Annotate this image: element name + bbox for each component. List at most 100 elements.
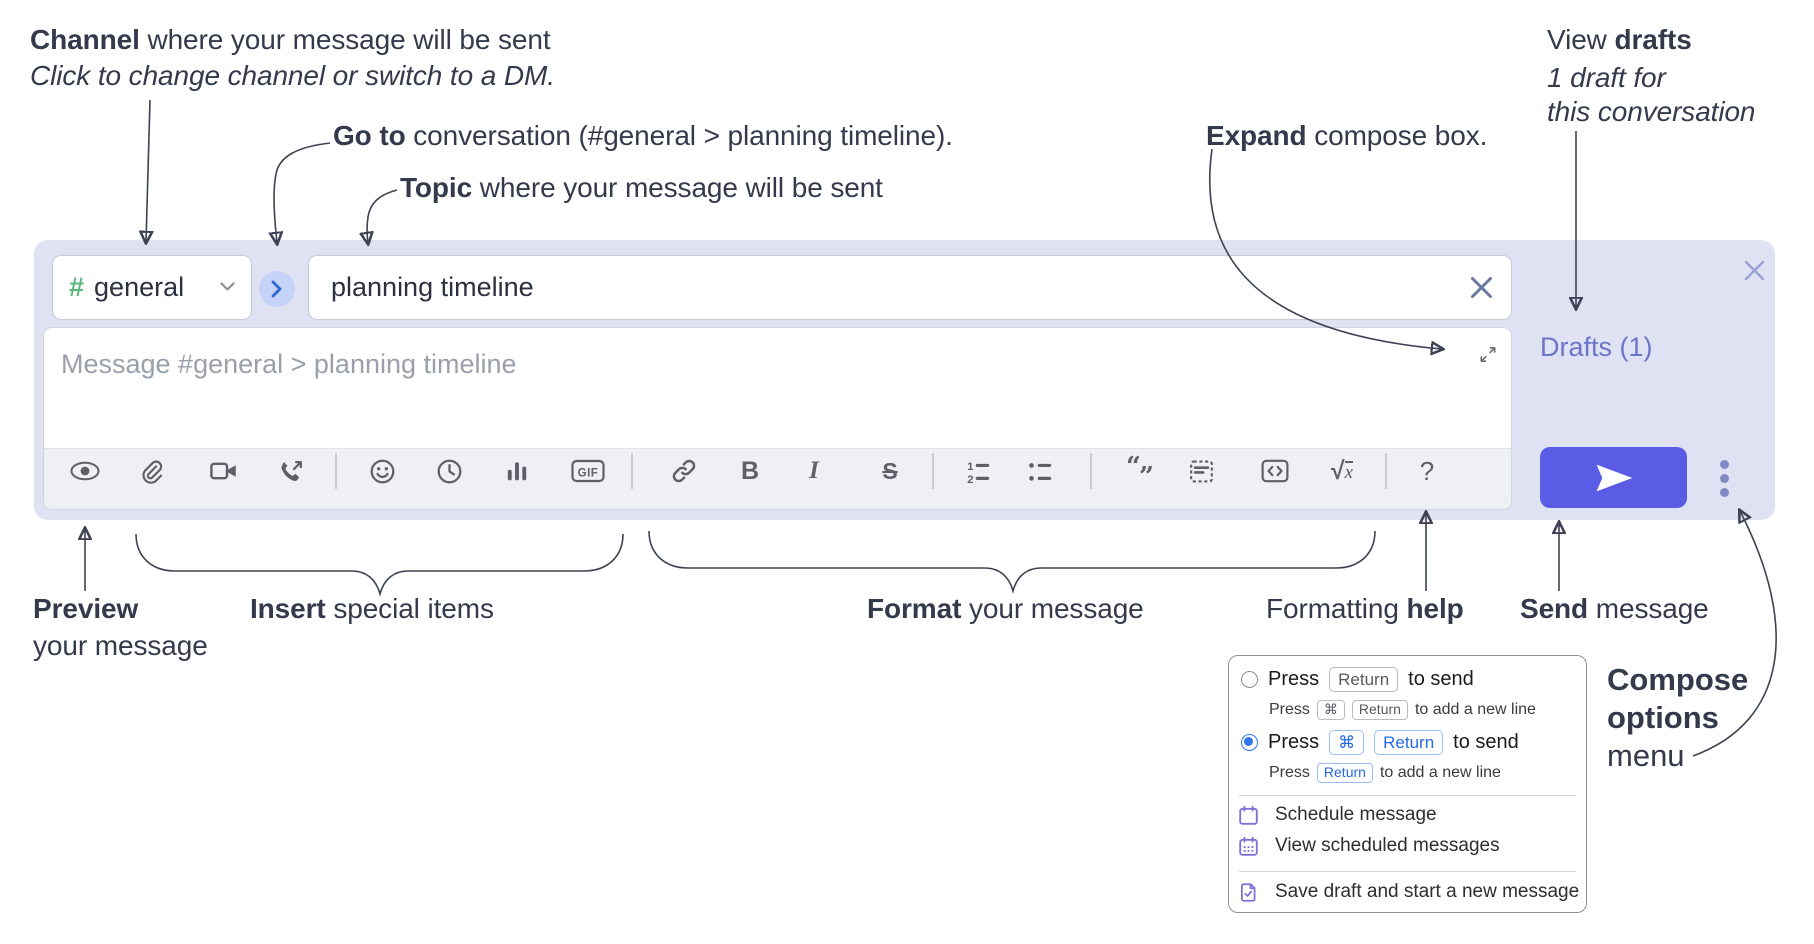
menu-item-label: Schedule message <box>1275 804 1437 825</box>
send-button[interactable] <box>1540 447 1687 508</box>
voice-call-button[interactable] <box>271 451 311 491</box>
close-compose-button[interactable] <box>1742 258 1767 283</box>
emoji-button[interactable] <box>362 451 402 491</box>
ellipsis-icon <box>1719 487 1729 497</box>
compose-box: # general Message #general > planning ti… <box>34 240 1775 520</box>
go-to-conversation-button[interactable] <box>259 271 295 307</box>
channel-arrow <box>146 99 150 242</box>
insert-annotation-rest: special items <box>325 593 494 624</box>
menu-item-label: View scheduled messages <box>1275 835 1500 856</box>
svg-text:1: 1 <box>967 460 973 472</box>
spoiler-button[interactable] <box>1181 451 1221 491</box>
cmd-enter-sends-subtext: Press Return to add a new line <box>1269 763 1501 783</box>
bulleted-list-button[interactable] <box>1020 451 1060 491</box>
smiley-icon <box>370 459 394 483</box>
attach-file-button[interactable] <box>131 451 171 491</box>
chevron-down-icon <box>220 279 235 297</box>
schedule-message-item[interactable]: Schedule message <box>1238 804 1437 826</box>
math-icon: x <box>1344 460 1354 483</box>
kbd-cmd: ⌘ <box>1316 700 1345 720</box>
ellipsis-icon <box>1719 459 1729 469</box>
expand-annotation-bold: Expand <box>1206 120 1307 151</box>
link-button[interactable] <box>664 451 704 491</box>
toolbar-divider <box>932 453 934 489</box>
preview-annotation-line1: Preview <box>33 593 138 625</box>
expand-annotation: Expand compose box. <box>1206 120 1487 152</box>
drafts-link[interactable]: Drafts (1) <box>1540 332 1653 362</box>
code-button[interactable] <box>1255 451 1295 491</box>
compose-options-popup: Press Return to send Press ⌘ Return to a… <box>1228 655 1587 913</box>
close-icon <box>1744 260 1765 281</box>
view-drafts-annotation-line1: View drafts <box>1547 24 1692 56</box>
close-icon <box>1471 277 1492 298</box>
radio-selected-icon[interactable] <box>1241 734 1258 752</box>
formatting-help-button[interactable]: ? <box>1407 451 1447 491</box>
link-icon <box>672 459 696 483</box>
code-icon <box>1261 459 1289 483</box>
message-container: Message #general > planning timeline <box>43 327 1512 510</box>
gif-icon: GIF <box>571 459 605 483</box>
topic-annotation-bold: Topic <box>400 172 473 203</box>
toolbar-divider <box>631 453 633 489</box>
option-text: to send <box>1453 731 1519 754</box>
radio-unselected-icon[interactable] <box>1241 671 1258 689</box>
insert-annotation: Insert special items <box>250 593 494 625</box>
compose-options-annotation-line1: Compose <box>1607 662 1749 697</box>
help-annotation-pre: Formatting <box>1266 593 1407 624</box>
bold-icon: B <box>740 456 760 485</box>
send-annotation: Send message <box>1520 593 1709 625</box>
message-input[interactable]: Message #general > planning timeline <box>61 349 517 379</box>
option-text: Press <box>1268 668 1320 691</box>
toolbar-divider <box>1090 453 1092 489</box>
format-brace <box>648 530 1376 595</box>
preview-button[interactable] <box>65 451 105 491</box>
kbd-cmd: ⌘ <box>1329 730 1365 756</box>
subtext: Press <box>1269 763 1310 781</box>
bold-button[interactable]: B <box>730 451 770 491</box>
strikethrough-button[interactable]: S <box>870 451 910 491</box>
video-camera-icon <box>210 462 236 480</box>
goto-annotation-bold: Go to <box>333 120 406 151</box>
view-drafts-bold: drafts <box>1614 24 1692 55</box>
compose-toolbar <box>44 448 1511 509</box>
enter-sends-option[interactable]: Press Return to send <box>1241 667 1474 693</box>
channel-name: general <box>94 272 185 302</box>
channel-annotation-line1: Channel where your message will be sent <box>30 24 551 56</box>
ellipsis-icon <box>1719 473 1729 483</box>
gif-button[interactable]: GIF <box>568 451 608 491</box>
italic-button[interactable]: I <box>794 451 834 491</box>
cmd-enter-sends-option[interactable]: Press ⌘ Return to send <box>1241 730 1519 756</box>
channel-selector[interactable]: # general <box>52 255 252 320</box>
send-annotation-rest: message <box>1588 593 1709 624</box>
eye-icon <box>70 461 100 481</box>
topic-input[interactable] <box>331 272 1468 303</box>
kbd-return: Return <box>1316 763 1373 783</box>
send-icon <box>1596 464 1632 491</box>
poll-button[interactable] <box>497 451 537 491</box>
compose-options-button[interactable] <box>1706 456 1742 500</box>
video-call-button[interactable] <box>204 451 244 491</box>
save-draft-item[interactable]: Save draft and start a new message <box>1238 881 1579 903</box>
math-button[interactable]: √x <box>1322 451 1362 491</box>
help-annotation: Formatting help <box>1266 593 1464 625</box>
quote-button[interactable]: “” <box>1121 451 1161 491</box>
compose-options-annotation-line2: options <box>1607 700 1719 735</box>
schedule-time-button[interactable] <box>429 451 469 491</box>
insert-brace <box>135 533 624 598</box>
view-scheduled-messages-item[interactable]: View scheduled messages <box>1238 835 1500 857</box>
subtext: to add a new line <box>1379 763 1501 781</box>
subtext: Press <box>1269 700 1310 718</box>
channel-annotation-line2: Click to change channel or switch to a D… <box>30 60 555 91</box>
expand-compose-button[interactable] <box>1472 338 1504 370</box>
calendar-icon <box>1239 805 1258 825</box>
view-drafts-annotation-line3: this conversation <box>1547 96 1756 127</box>
clear-topic-button[interactable] <box>1468 274 1495 301</box>
chevron-right-icon <box>271 280 282 298</box>
expand-annotation-rest: compose box. <box>1306 120 1488 151</box>
topic-arrow <box>367 189 398 243</box>
goto-annotation-rest: conversation (#general > planning timeli… <box>405 120 953 151</box>
enter-sends-subtext: Press ⌘ Return to add a new line <box>1269 700 1536 720</box>
view-drafts-pre: View <box>1547 24 1615 55</box>
